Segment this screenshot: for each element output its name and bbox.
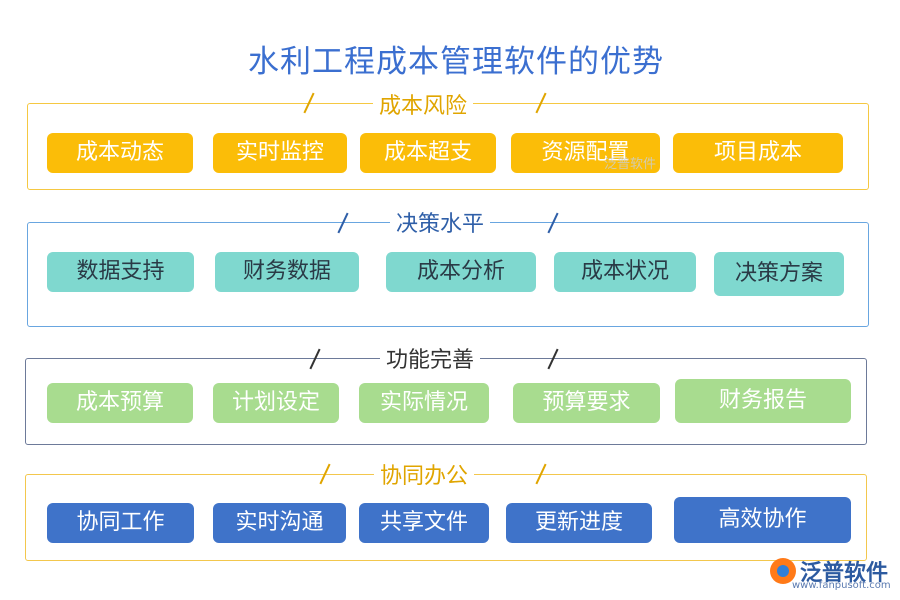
item-cost-overrun: 成本超支 xyxy=(360,133,496,173)
item-project-cost: 项目成本 xyxy=(673,133,843,173)
watermark: 泛普软件 xyxy=(604,157,657,172)
item-financial-report: 财务报告 xyxy=(675,379,851,423)
item-collaborative-work: 协同工作 xyxy=(47,503,194,543)
item-data-support: 数据支持 xyxy=(47,252,194,292)
item-realtime-monitoring: 实时监控 xyxy=(213,133,347,173)
item-cost-status: 成本状况 xyxy=(554,252,696,292)
item-shared-files: 共享文件 xyxy=(359,503,489,543)
item-cost-budget: 成本预算 xyxy=(47,383,193,423)
item-budget-requirements: 预算要求 xyxy=(513,383,660,423)
item-decision-plan: 决策方案 xyxy=(714,252,844,296)
brand-logo: 泛普软件 xyxy=(770,555,888,587)
item-realtime-communication: 实时沟通 xyxy=(213,503,346,543)
logo-url: www.fanpusoft.com xyxy=(792,580,891,591)
item-actual-situation: 实际情况 xyxy=(359,383,489,423)
section-title-collaborative-office: 协同办公 xyxy=(374,458,475,490)
item-financial-data: 财务数据 xyxy=(215,252,359,292)
item-plan-setting: 计划设定 xyxy=(213,383,339,423)
item-update-progress: 更新进度 xyxy=(506,503,652,543)
section-title-complete-functions: 功能完善 xyxy=(380,342,481,374)
item-efficient-collaboration: 高效协作 xyxy=(674,497,851,543)
item-cost-analysis: 成本分析 xyxy=(386,252,536,292)
item-resource-allocation: 资源配置 xyxy=(511,133,660,173)
item-cost-dynamics: 成本动态 xyxy=(47,133,193,173)
logo-icon xyxy=(770,558,796,584)
section-title-cost-risk: 成本风险 xyxy=(373,88,474,120)
section-title-decision-level: 决策水平 xyxy=(390,206,491,238)
logo-name: 泛普软件 xyxy=(800,561,889,586)
page-title: 水利工程成本管理软件的优势 xyxy=(248,44,664,80)
